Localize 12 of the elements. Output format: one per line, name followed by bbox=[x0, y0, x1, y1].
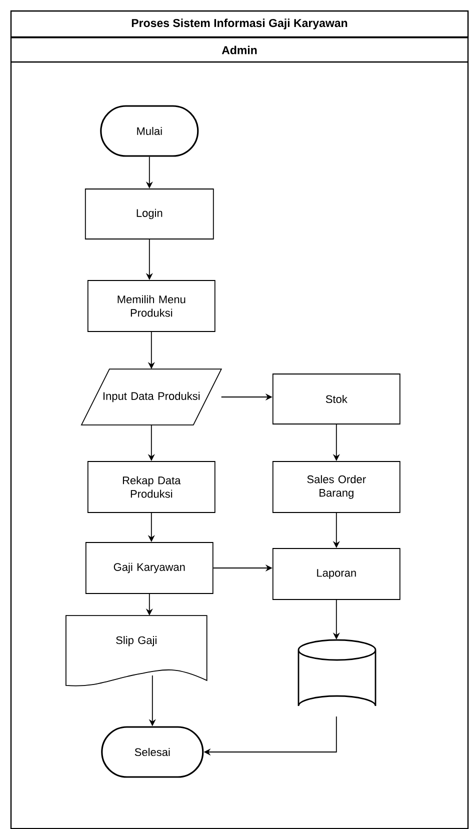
process-box: Stok bbox=[272, 374, 400, 424]
process-box: Rekap Data Produksi bbox=[87, 461, 216, 513]
document-shape: Slip Gaji bbox=[66, 615, 208, 686]
database-cylinder bbox=[298, 639, 376, 707]
end-terminal: Selesai bbox=[101, 726, 204, 778]
process-box: Laporan bbox=[272, 548, 400, 600]
process-box: Login bbox=[84, 188, 214, 240]
start-terminal: Mulai bbox=[100, 105, 199, 157]
process-box: Memilih Menu Produksi bbox=[87, 280, 216, 332]
process-box: Sales Order Barang bbox=[272, 461, 400, 513]
process-box: Gaji Karyawan bbox=[85, 542, 214, 594]
title-bar: Proses Sistem Informasi Gaji Karyawan bbox=[10, 10, 469, 38]
